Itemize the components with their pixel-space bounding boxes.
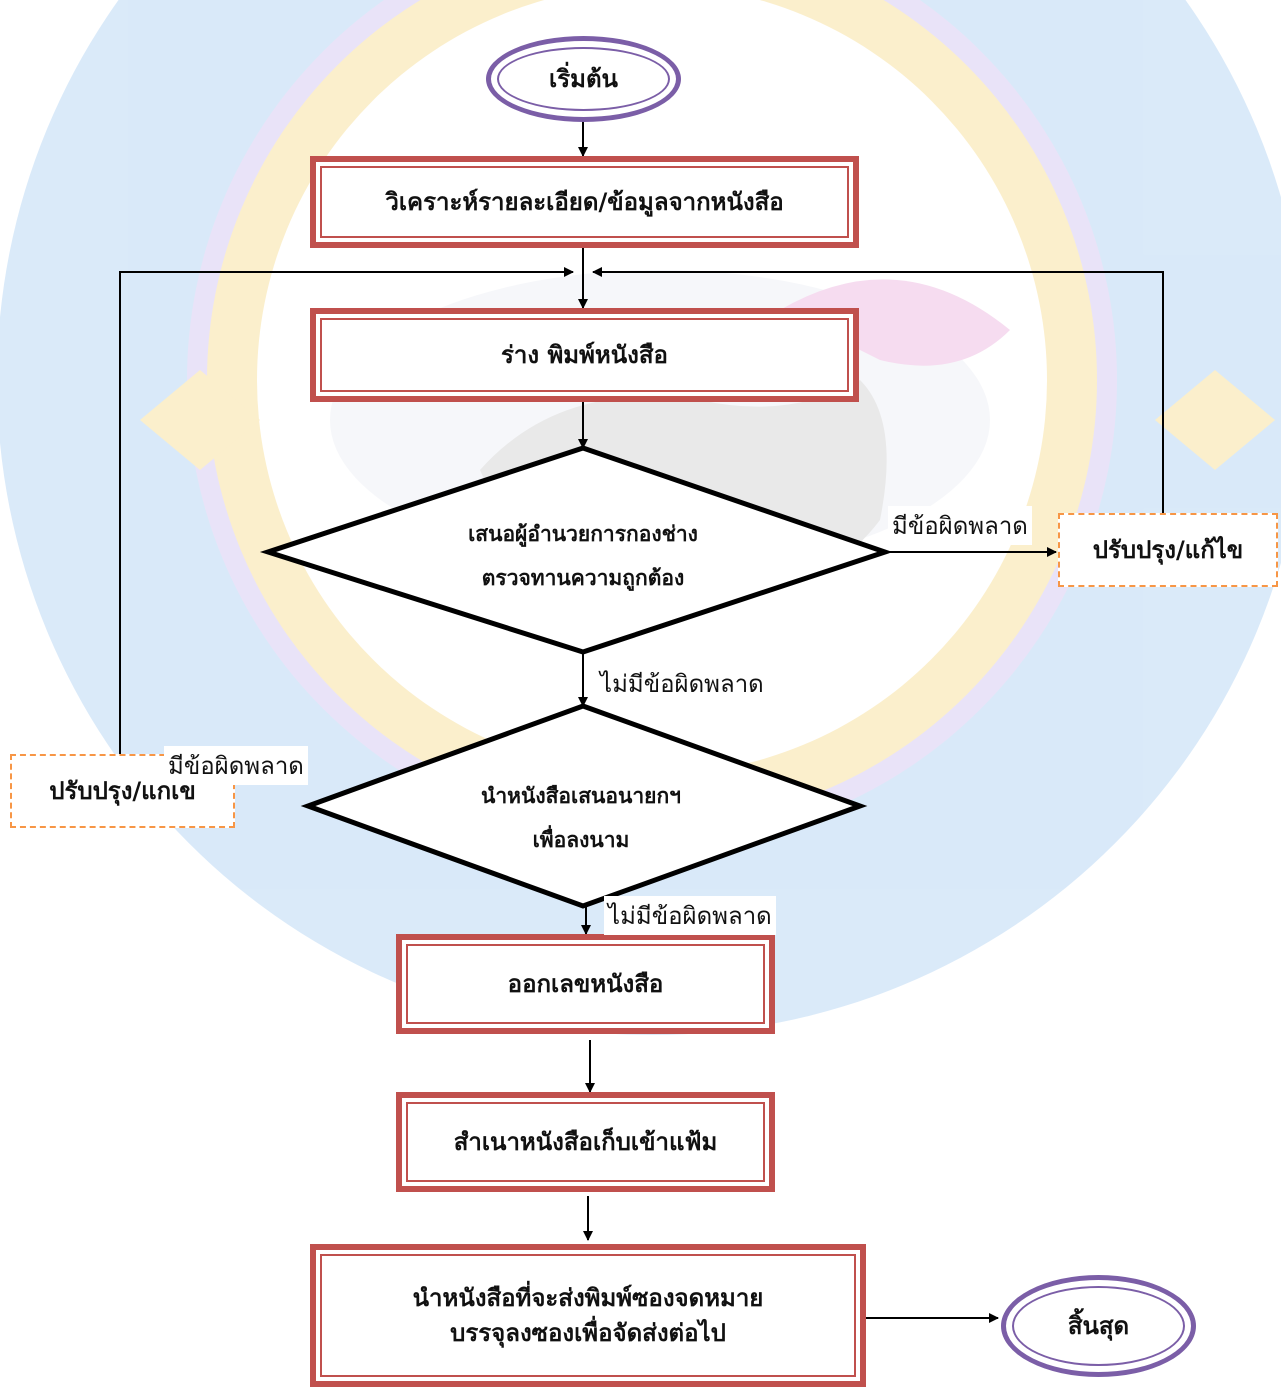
decision-review-line2: ตรวจทานความถูกต้อง: [481, 566, 685, 590]
revise-right-label: ปรับปรุง/แก้ไข: [1092, 535, 1244, 564]
process-analyze: วิเคราะห์รายละเอียด/ข้อมูลจากหนังสือ: [310, 156, 859, 248]
start-terminal: เริ่มต้น: [486, 36, 681, 122]
process-draft: ร่าง พิมพ์หนังสือ: [310, 308, 859, 402]
edge-label-error-left: มีข้อผิดพลาด: [164, 746, 308, 785]
loop-left-back: [119, 267, 574, 790]
edge-label-no-error-1: ไม่มีข้อผิดพลาด: [596, 664, 768, 703]
loop-right-back: [592, 267, 1164, 513]
process-draft-label: ร่าง พิมพ์หนังสือ: [501, 340, 668, 369]
decision-diamond-sign: [300, 703, 868, 909]
revise-box-right: ปรับปรุง/แก้ไข: [1058, 513, 1278, 587]
decision-review-line1: เสนอผู้อำนวยการกองช่าง: [468, 522, 698, 546]
revise-box-left: ปรับปรุง/แกเข: [10, 754, 235, 828]
decision-sign-line2: เพื่อลงนาม: [532, 828, 630, 852]
start-label: เริ่มต้น: [549, 64, 618, 93]
decision-diamond-review: [259, 445, 893, 655]
process-copy-file-label: สำเนาหนังสือเก็บเข้าแฟ้ม: [453, 1127, 718, 1156]
process-send-label: นำหนังสือที่จะส่งพิมพ์ซองจดหมาย บรรจุลงซ…: [413, 1281, 764, 1351]
process-analyze-label: วิเคราะห์รายละเอียด/ข้อมูลจากหนังสือ: [385, 187, 784, 216]
end-terminal: สิ้นสุด: [1001, 1275, 1196, 1377]
process-send-line2: บรรจุลงซองเพื่อจัดส่งต่อไป: [450, 1318, 726, 1347]
end-label: สิ้นสุด: [1067, 1311, 1130, 1340]
edge-label-no-error-2: ไม่มีข้อผิดพลาด: [604, 896, 776, 935]
process-send: นำหนังสือที่จะส่งพิมพ์ซองจดหมาย บรรจุลงซ…: [310, 1244, 866, 1387]
process-copy-file: สำเนาหนังสือเก็บเข้าแฟ้ม: [396, 1092, 775, 1192]
edge-label-error-right: มีข้อผิดพลาด: [888, 506, 1032, 545]
decision-review-text: เสนอผู้อำนวยการกองช่าง ตรวจทานความถูกต้อ…: [408, 512, 758, 600]
decision-sign-text: นำหนังสือเสนอนายกฯ เพื่อลงนาม: [416, 774, 746, 862]
decision-sign-line1: นำหนังสือเสนอนายกฯ: [481, 784, 681, 808]
process-issue-number-label: ออกเลขหนังสือ: [507, 969, 664, 998]
process-send-line1: นำหนังสือที่จะส่งพิมพ์ซองจดหมาย: [412, 1283, 764, 1312]
process-issue-number: ออกเลขหนังสือ: [396, 934, 775, 1034]
